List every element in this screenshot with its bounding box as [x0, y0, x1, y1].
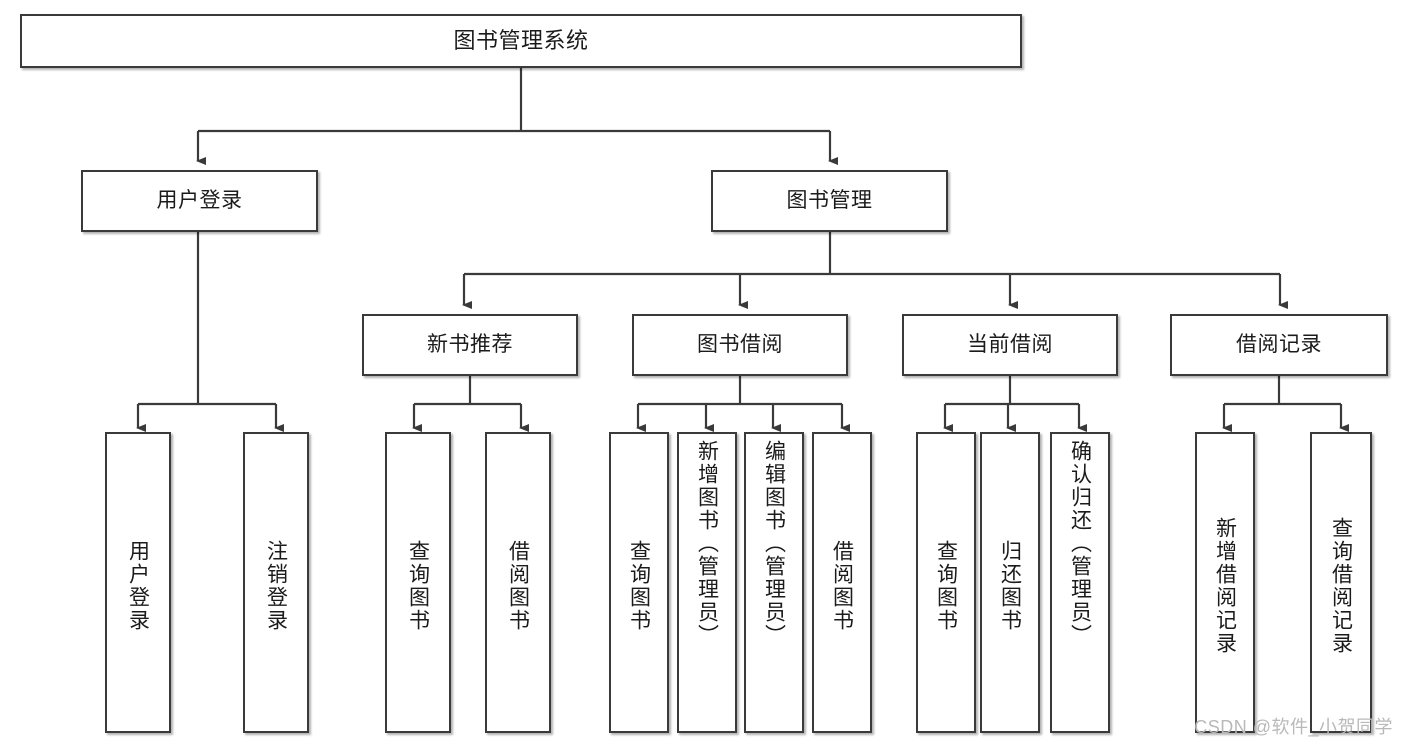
- node-label: 借阅图书: [506, 539, 530, 632]
- leaf-query-book-borrow[interactable]: 查询图书: [609, 432, 669, 733]
- leaf-query-book-current[interactable]: 查询图书: [916, 432, 976, 733]
- node-user-login[interactable]: 用户登录: [81, 170, 318, 232]
- leaf-query-book-recommend[interactable]: 查询图书: [385, 432, 451, 733]
- leaf-return-book[interactable]: 归还图书: [980, 432, 1040, 733]
- node-label: 新增图书（管理员）: [695, 440, 719, 647]
- leaf-logout[interactable]: 注销登录: [243, 432, 309, 733]
- node-label: 查询图书: [627, 539, 651, 632]
- node-book-management[interactable]: 图书管理: [711, 170, 948, 232]
- node-label: 当前借阅: [967, 332, 1053, 356]
- node-label: 用户登录: [126, 539, 150, 632]
- node-label: 新增借阅记录: [1213, 516, 1237, 655]
- leaf-add-borrow-record[interactable]: 新增借阅记录: [1195, 432, 1255, 733]
- node-label: 图书管理: [786, 188, 873, 212]
- node-label: 新书推荐: [427, 332, 513, 356]
- leaf-borrow-book[interactable]: 借阅图书: [812, 432, 872, 733]
- node-new-book-recommend[interactable]: 新书推荐: [362, 314, 578, 376]
- leaf-query-borrow-record[interactable]: 查询借阅记录: [1310, 432, 1372, 733]
- node-label: 查询借阅记录: [1329, 516, 1353, 655]
- leaf-confirm-return-admin[interactable]: 确认归还（管理员）: [1050, 432, 1110, 733]
- leaf-edit-book-admin[interactable]: 编辑图书（管理员）: [744, 432, 804, 733]
- node-label: 图书管理系统: [453, 28, 589, 54]
- node-label: 归还图书: [998, 539, 1022, 632]
- leaf-user-login[interactable]: 用户登录: [105, 432, 171, 733]
- node-label: 查询图书: [406, 539, 430, 632]
- node-root-book-management-system[interactable]: 图书管理系统: [20, 14, 1022, 68]
- node-label: 编辑图书（管理员）: [762, 440, 786, 647]
- node-label: 用户登录: [156, 188, 243, 212]
- node-label: 注销登录: [264, 539, 288, 632]
- node-label: 查询图书: [934, 539, 958, 632]
- node-label: 图书借阅: [697, 332, 783, 356]
- node-book-borrow[interactable]: 图书借阅: [632, 314, 848, 376]
- node-label: 借阅图书: [830, 539, 854, 632]
- node-label: 借阅记录: [1236, 332, 1322, 356]
- node-current-borrow[interactable]: 当前借阅: [902, 314, 1118, 376]
- leaf-borrow-book-recommend[interactable]: 借阅图书: [485, 432, 551, 733]
- node-borrow-record[interactable]: 借阅记录: [1170, 314, 1388, 376]
- node-label: 确认归还（管理员）: [1068, 440, 1092, 647]
- watermark-text: CSDN @软件_小贺同学: [1194, 717, 1393, 737]
- leaf-add-book-admin[interactable]: 新增图书（管理员）: [677, 432, 737, 733]
